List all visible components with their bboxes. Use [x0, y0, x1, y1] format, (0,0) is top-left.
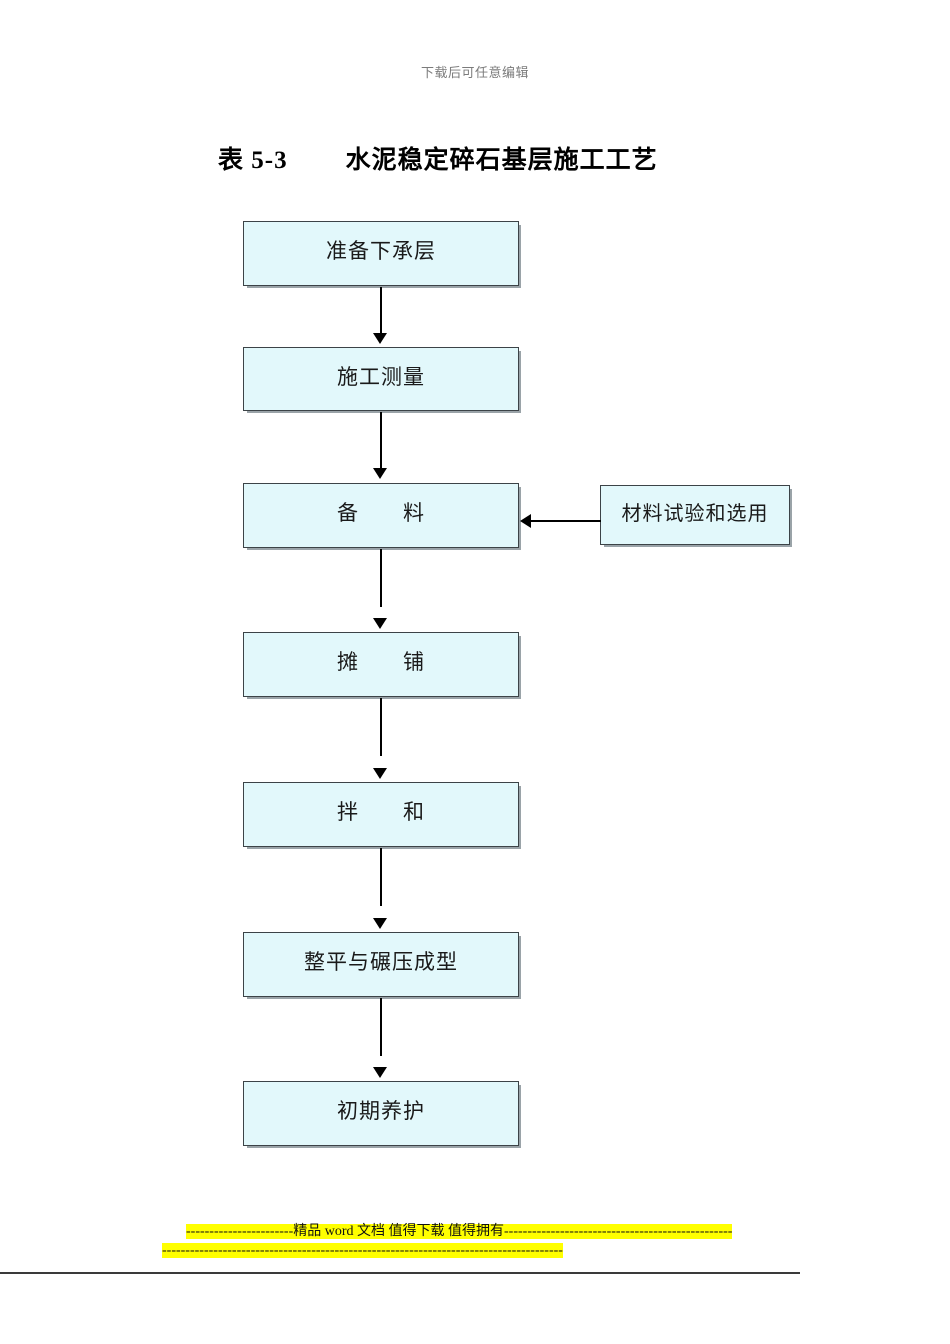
connector-n3-n4 — [380, 549, 382, 607]
footer-promo-text: 精品 word 文档 值得下载 值得拥有 — [293, 1224, 505, 1239]
flow-node-label: 材料试验和选用 — [621, 503, 769, 525]
footer-dashes-right: ----------------------------------------… — [504, 1224, 733, 1239]
arrowhead-n2-n3 — [373, 468, 387, 479]
footer-promo-line: -----------------------精品 word 文档 值得下载 值… — [0, 1222, 950, 1241]
arrowhead-n4-n5 — [373, 768, 387, 779]
document-header-note: 下载后可任意编辑 — [420, 65, 529, 80]
flow-node-label: 拌 和 — [337, 800, 425, 824]
connector-n4-n5 — [380, 698, 382, 756]
page-title: 表 5-3 水泥稳定碎石基层施工工艺 — [218, 147, 658, 174]
document-footer: -----------------------精品 word 文档 值得下载 值… — [0, 1222, 950, 1260]
connector-n1-n2 — [380, 287, 382, 335]
footer-dashes-second: ----------------------------------------… — [162, 1243, 563, 1258]
footer-horizontal-rule — [0, 1272, 800, 1274]
connector-n2-n3 — [380, 412, 382, 470]
connector-n6-n7 — [380, 998, 382, 1056]
flow-node-label: 初期养护 — [337, 1099, 425, 1123]
arrowhead-n1-n2 — [373, 333, 387, 344]
flow-node-material-preparation[interactable]: 备 料 — [243, 483, 519, 548]
arrowhead-n6-n7 — [373, 1067, 387, 1078]
arrowhead-n3-n4 — [373, 618, 387, 629]
arrowhead-n5-n6 — [373, 918, 387, 929]
connector-n5-n6 — [380, 848, 382, 906]
flow-node-leveling-compaction[interactable]: 整平与碾压成型 — [243, 932, 519, 997]
flow-node-construction-survey[interactable]: 施工测量 — [243, 347, 519, 411]
footer-divider-line: ----------------------------------------… — [0, 1241, 950, 1260]
footer-dashes-left: ----------------------- — [186, 1224, 294, 1239]
flow-node-label: 准备下承层 — [326, 239, 436, 263]
flow-node-label: 备 料 — [337, 501, 425, 525]
flow-node-label: 摊 铺 — [337, 650, 425, 674]
flow-node-label: 施工测量 — [337, 365, 425, 389]
flow-node-mixing[interactable]: 拌 和 — [243, 782, 519, 847]
flow-node-prepare-subbase[interactable]: 准备下承层 — [243, 221, 519, 286]
flow-node-initial-curing[interactable]: 初期养护 — [243, 1081, 519, 1146]
connector-s1-n3 — [531, 520, 601, 522]
flow-node-material-testing-selection[interactable]: 材料试验和选用 — [600, 485, 790, 545]
arrowhead-s1-n3 — [520, 514, 531, 528]
flow-node-label: 整平与碾压成型 — [304, 950, 458, 974]
flow-node-spreading[interactable]: 摊 铺 — [243, 632, 519, 697]
